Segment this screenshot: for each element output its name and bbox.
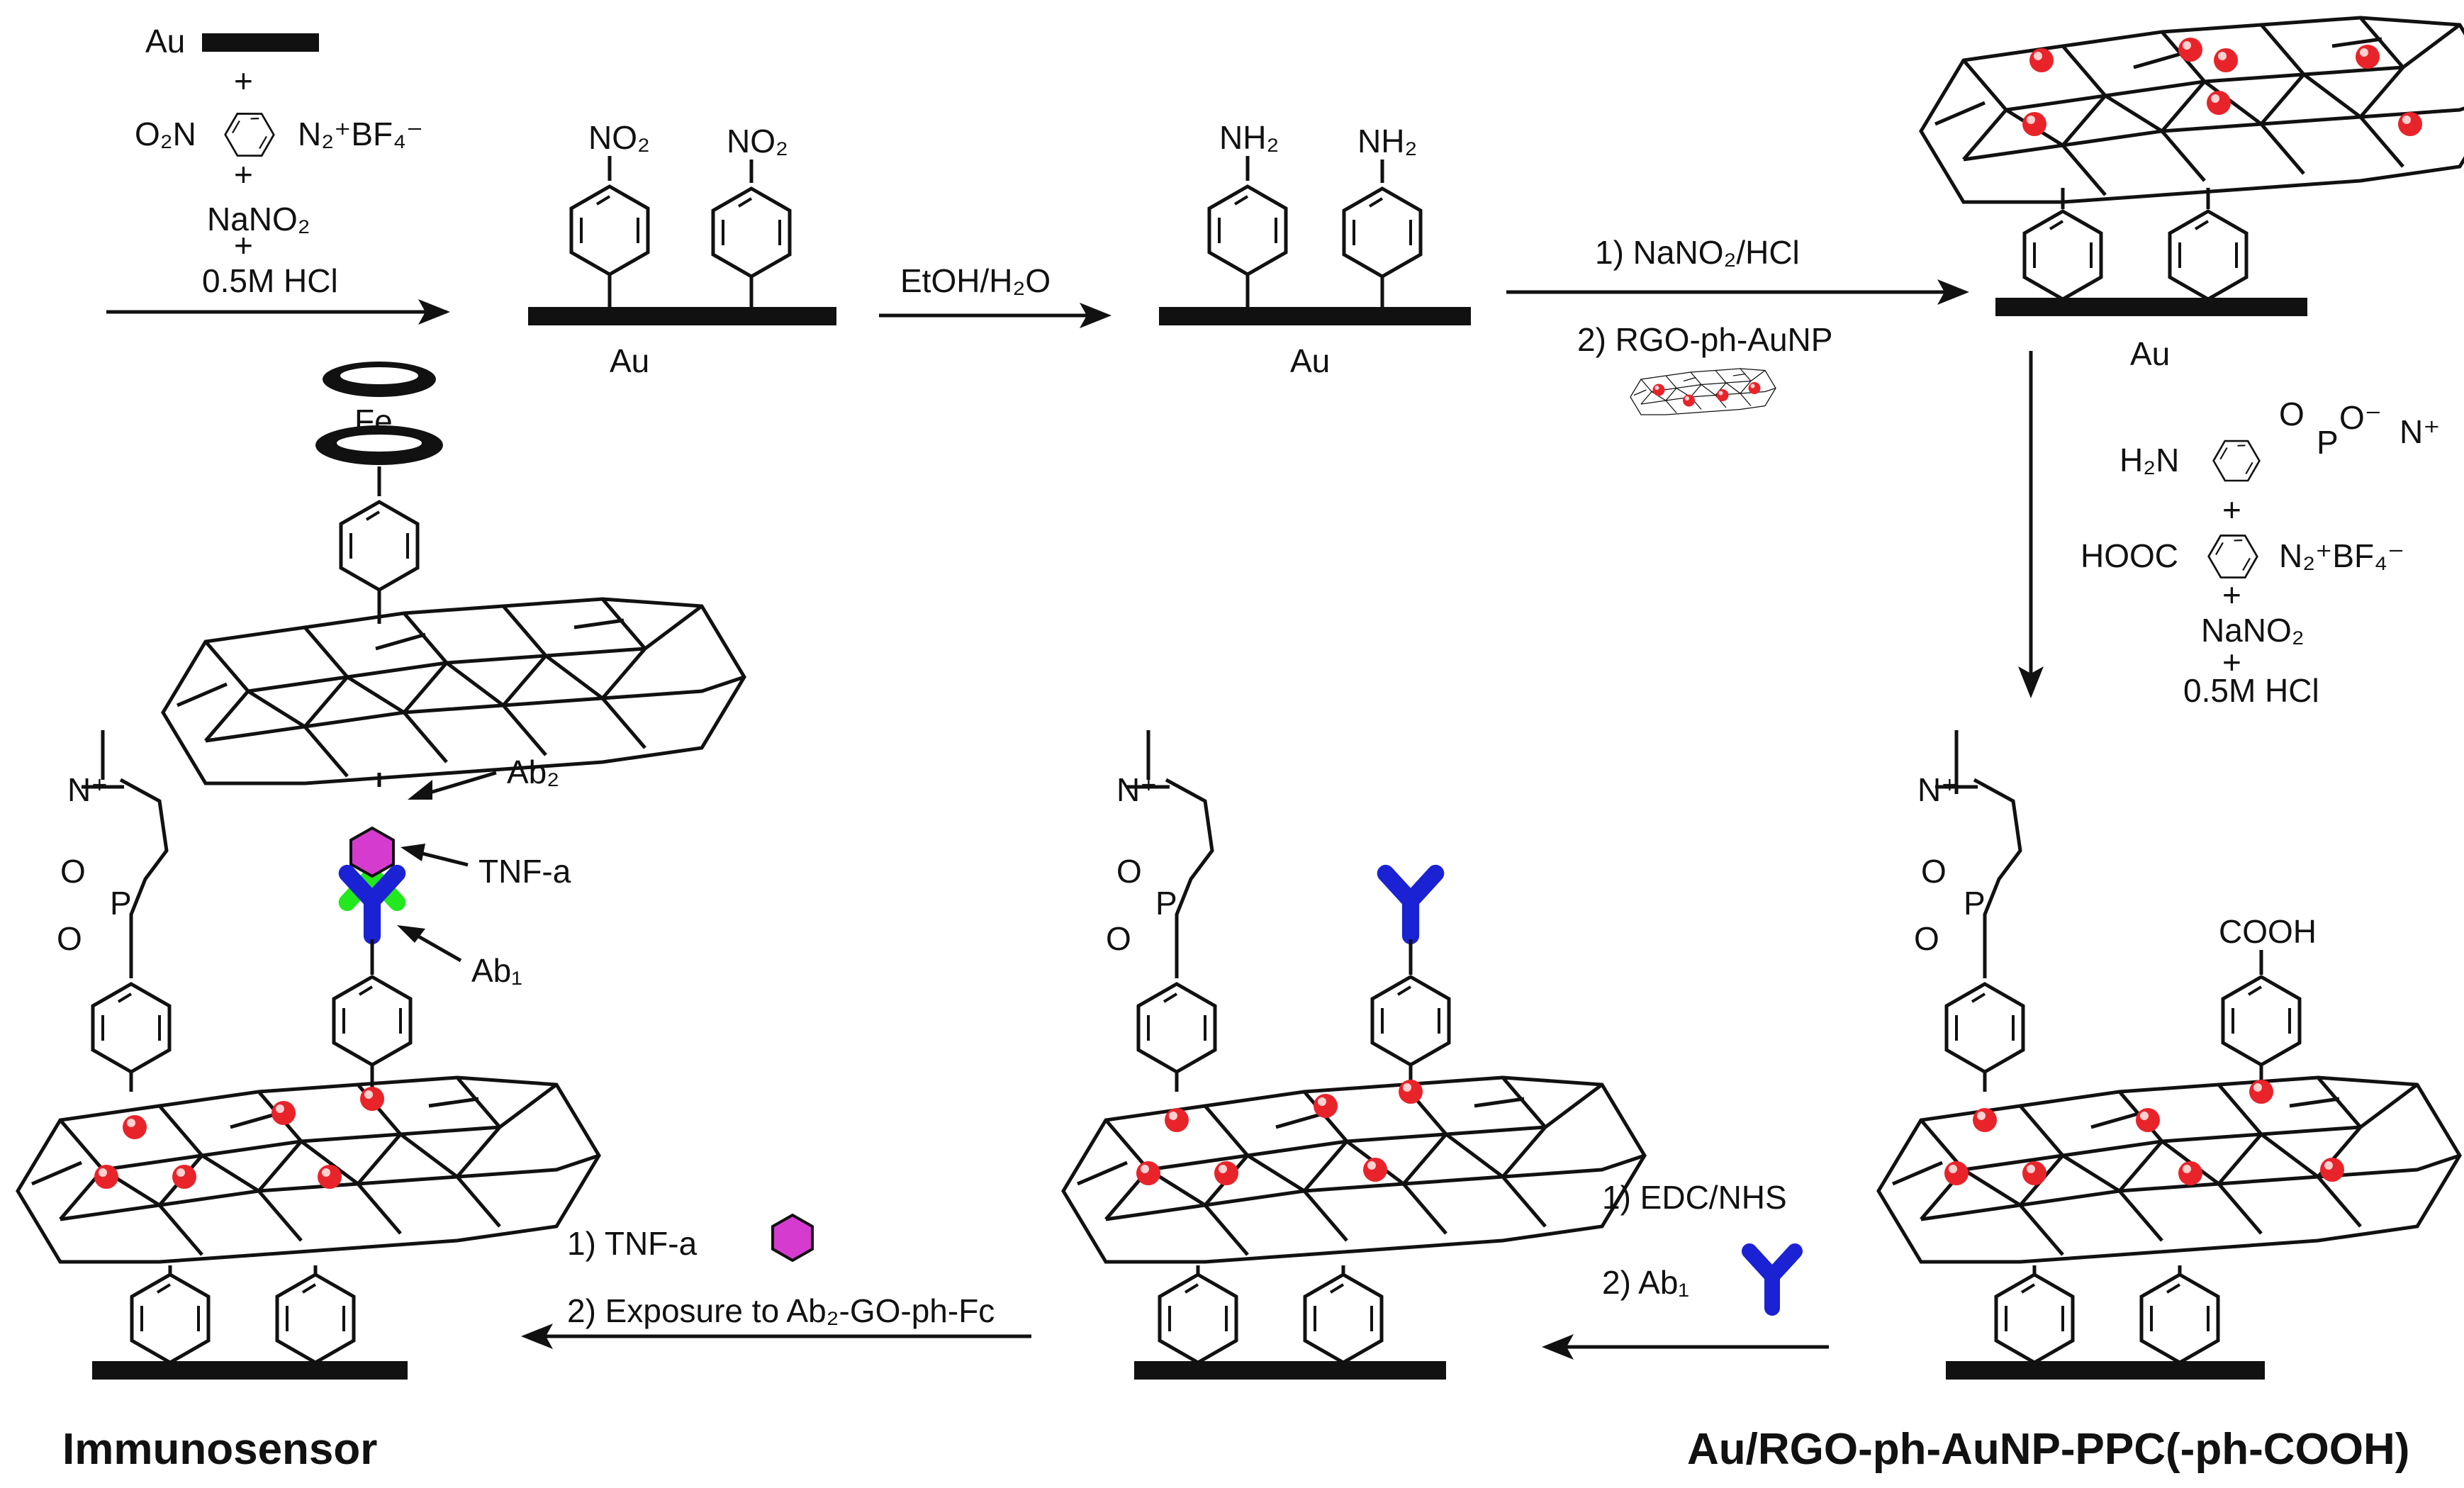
cooh-o2: O — [1914, 920, 1939, 957]
tnf-label: TNF-a — [478, 853, 571, 890]
step1-au-label: Au — [145, 23, 185, 60]
nitro-group-1: NO₂ — [588, 119, 650, 156]
gold-electrode — [1134, 1361, 1446, 1380]
step4-diazonium: N₂⁺BF₄⁻ — [2279, 537, 2404, 574]
gold-electrode — [92, 1361, 408, 1380]
amine-group-1: NH₂ — [1219, 119, 1279, 156]
ab1-icon — [1749, 1251, 1795, 1308]
ab1-choline-n: N⁺ — [1116, 771, 1158, 808]
step4-plus-3: + — [2222, 644, 2241, 681]
step2: EtOH/H₂O — [879, 262, 1111, 328]
gold-electrode — [1946, 1361, 2265, 1380]
stage-rgo: Au — [1921, 18, 2464, 372]
step3: 1) NaNO₂/HCl 2) RGO-ph-AuNP — [1506, 234, 1969, 415]
step1-reagents: Au + O₂N N₂⁺BF₄⁻ + NaNO₂ + 0.5M HCl — [106, 23, 450, 325]
amine-group-2: NH₂ — [1357, 123, 1417, 160]
stage-cooh: N⁺ O P O COOH Au/RGO-ph-AuNP-PPC(-ph-COO… — [1687, 730, 2460, 1474]
step4-plus-2: + — [2222, 576, 2241, 613]
immunosensor-title: Immunosensor — [62, 1425, 377, 1474]
step4-phosphate-p: P — [2317, 424, 2339, 461]
ab1-o2: O — [1106, 920, 1131, 957]
tnf-antigen-icon — [349, 826, 395, 878]
final-p: P — [110, 885, 132, 922]
step5-line-2: 2) Ab₁ — [1602, 1264, 1689, 1301]
step4-plus-1: + — [2222, 491, 2241, 528]
step4-nano2: NaNO₂ — [2201, 612, 2305, 649]
step1-hcl: 0.5M HCl — [202, 262, 338, 299]
final-o1: O — [60, 853, 86, 890]
cooh-group: COOH — [2219, 913, 2317, 950]
step1-plus-1: + — [234, 62, 253, 99]
step4-hcl: 0.5M HCl — [2183, 672, 2319, 709]
step4-phosphate-o: O — [2279, 396, 2305, 432]
ab1-p: P — [1155, 885, 1177, 922]
gold-strip-icon — [202, 33, 319, 52]
cooh-choline-n: N⁺ — [1917, 771, 1959, 808]
rgo-electrode-label: Au — [2130, 335, 2170, 372]
step5-line-1: 1) EDC/NHS — [1602, 1179, 1787, 1216]
nitro-electrode-label: Au — [610, 342, 649, 379]
step3-line-1: 1) NaNO₂/HCl — [1595, 234, 1800, 271]
stage-amine: NH₂ NH₂ Au — [1159, 119, 1471, 379]
step4-choline-n: N⁺ — [2399, 413, 2441, 450]
step6-line-1: 1) TNF-a — [567, 1225, 698, 1262]
step3-line-2: 2) RGO-ph-AuNP — [1577, 321, 1832, 358]
rgo-sheet-icon — [1630, 368, 1776, 415]
cooh-p: P — [1964, 885, 1986, 922]
step5: 1) EDC/NHS 2) Ab₁ — [1542, 1179, 1829, 1360]
step4: H₂N O P O⁻ N⁺ + HOOC N₂⁺BF₄⁻ + NaNO₂ + 0… — [2018, 351, 2441, 709]
step6-line-2: 2) Exposure to Ab₂-GO-ph-Fc — [567, 1292, 995, 1329]
step1-diazonium: N₂⁺BF₄⁻ — [298, 116, 423, 152]
stage-ab1: N⁺ O P O — [1063, 730, 1645, 1380]
gold-electrode — [1159, 307, 1471, 325]
cooh-o1: O — [1921, 853, 1947, 890]
nitro-group-2: NO₂ — [727, 123, 788, 160]
final-o2: O — [57, 920, 82, 957]
ab2-label: Ab₂ — [507, 754, 559, 790]
tnf-icon — [771, 1213, 814, 1263]
step4-phosphate-oneg: O⁻ — [2339, 399, 2382, 436]
step1-plus-3: + — [234, 227, 253, 264]
amine-electrode-label: Au — [1290, 342, 1330, 379]
stage-immunosensor: Fe Ab₂ TNF-a Ab₁ N⁺ O P O — [18, 362, 744, 1474]
step1-o2n: O₂N — [135, 116, 196, 152]
step6: 1) TNF-a 2) Exposure to Ab₂-GO-ph-Fc — [521, 1213, 1031, 1349]
ab1-icon — [1386, 873, 1435, 936]
product-name: Au/RGO-ph-AuNP-PPC(-ph-COOH) — [1687, 1425, 2409, 1474]
ab1-o1: O — [1116, 853, 1142, 890]
step1-plus-2: + — [234, 156, 253, 193]
step4-cooh: HOOC — [2081, 537, 2178, 574]
step1-nano2: NaNO₂ — [207, 201, 310, 237]
gold-electrode — [528, 307, 836, 325]
stage-nitro: NO₂ NO₂ Au — [528, 119, 836, 379]
step4-amine: H₂N — [2119, 442, 2179, 479]
gold-electrode — [1995, 298, 2307, 316]
final-choline-n: N⁺ — [67, 771, 108, 808]
step2-reagent: EtOH/H₂O — [900, 262, 1051, 299]
ab1-label: Ab₁ — [471, 952, 522, 989]
